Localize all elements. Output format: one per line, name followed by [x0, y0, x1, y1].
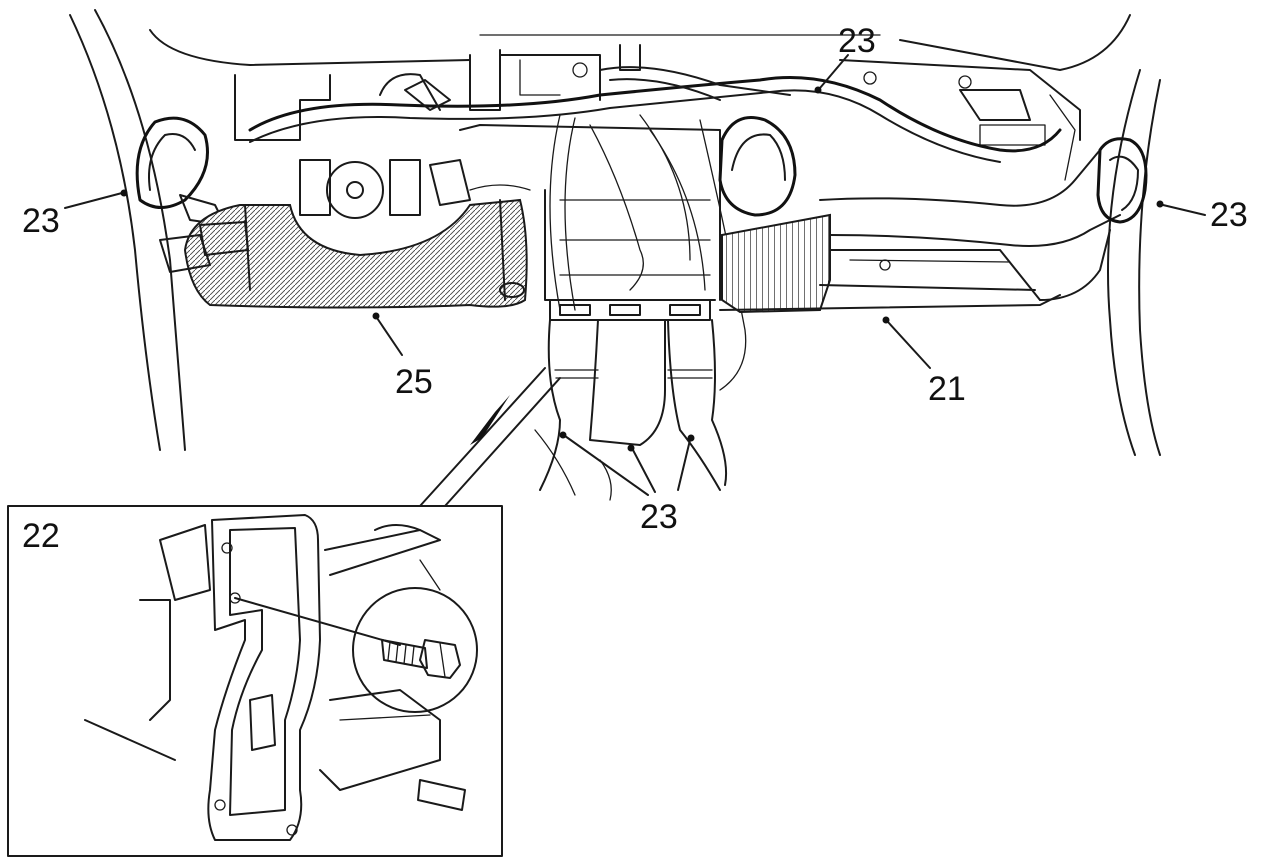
- heater-unit: [719, 213, 1061, 314]
- callout-23-bottom-center: 23: [640, 498, 678, 536]
- leader-lines: [64, 54, 1206, 507]
- callout-25-dashboard: 25: [395, 363, 433, 401]
- wiring-harness: [248, 66, 1062, 391]
- inset-frame: [7, 505, 503, 857]
- firewall-details: [234, 44, 1081, 146]
- right-side-vent-duct: [819, 137, 1148, 301]
- centre-vent: [718, 116, 797, 217]
- callout-23-left: 23: [22, 202, 60, 240]
- left-side-vent: [135, 116, 226, 226]
- inset-detail: [7, 505, 503, 857]
- callout-22-inset: 22: [22, 517, 60, 555]
- dashboard-carrier: [159, 159, 531, 309]
- callout-23-right: 23: [1210, 196, 1248, 234]
- callout-23-top-right: 23: [838, 22, 876, 60]
- bolt-icon: [381, 639, 461, 679]
- centre-ducts: [459, 124, 728, 501]
- bolt-detail-circle: [352, 587, 478, 713]
- callout-21-heater-unit: 21: [928, 370, 966, 408]
